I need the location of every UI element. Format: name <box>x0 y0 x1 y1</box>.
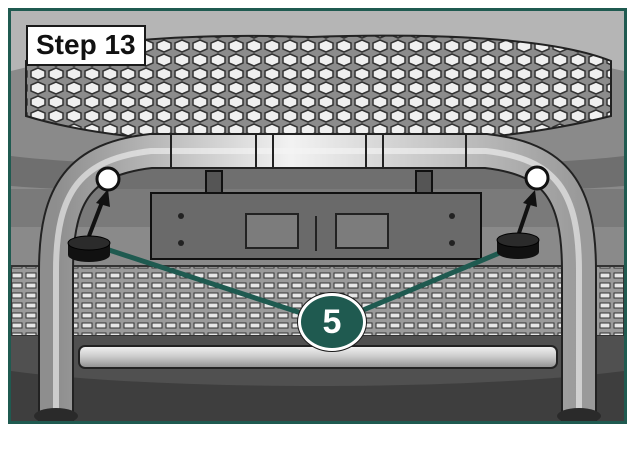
left-mounting-hole <box>95 166 121 192</box>
left-leader-line <box>105 246 302 316</box>
part-callout-badge: 5 <box>298 293 366 351</box>
left-rubber-pad-icon <box>67 235 111 262</box>
right-mounting-hole <box>524 165 550 191</box>
illustration-frame: Step 13 5 <box>8 8 627 424</box>
vehicle-photo <box>11 11 624 421</box>
right-leader-line <box>355 246 510 316</box>
right-rubber-pad-icon <box>496 232 540 259</box>
step-label: Step 13 <box>26 25 146 66</box>
